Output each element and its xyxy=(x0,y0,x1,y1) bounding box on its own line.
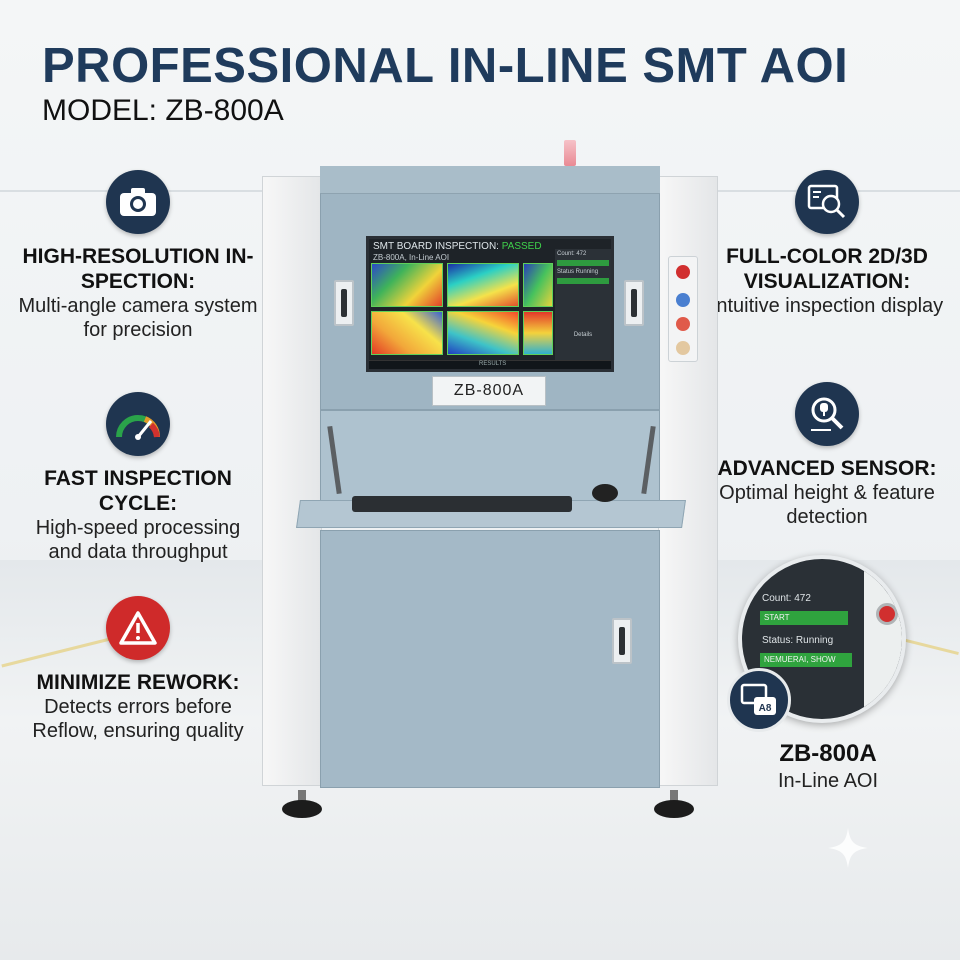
feature-title: HIGH-RESOLUTION IN-SPECTION: xyxy=(22,245,254,293)
taskbar-label: RESULTS xyxy=(479,361,507,367)
badge-label: A8 xyxy=(759,703,772,714)
zoom-control-panel xyxy=(864,559,902,719)
feature-title: FAST INSPECTION CYCLE: xyxy=(44,467,232,515)
upper-cabinet-cap xyxy=(320,166,660,194)
camera-icon xyxy=(106,170,170,234)
lower-cabinet xyxy=(320,530,660,788)
page-title: PROFESSIONAL IN-LINE SMT AOI xyxy=(42,39,849,93)
caption-title: ZB-800A xyxy=(779,740,877,767)
zoom-mode-bar[interactable]: NEMUERAI, SHOW xyxy=(760,653,852,667)
zoom-start-bar[interactable]: START xyxy=(760,611,848,625)
gauge-icon xyxy=(106,392,170,456)
feature-text: Detects errors before Reflow, ensuring q… xyxy=(32,696,244,742)
inspection-thumbnail[interactable] xyxy=(371,311,443,355)
reset-button[interactable] xyxy=(676,341,690,355)
leveling-foot-right xyxy=(654,790,694,818)
feature-text: Intuitive inspection display xyxy=(710,295,944,317)
magnifier-board-icon xyxy=(795,170,859,234)
model-subtitle: MODEL: ZB-800A xyxy=(42,94,284,127)
feature-text: Multi-angle camera system for precision xyxy=(18,295,258,341)
zoom-count: Count: 472 xyxy=(762,593,811,604)
signal-lamp xyxy=(564,140,576,166)
inspection-thumbnail[interactable] xyxy=(447,263,519,307)
door-handle-left[interactable] xyxy=(334,280,354,326)
feature-high-resolution: HIGH-RESOLUTION IN-SPECTION: Multi-angle… xyxy=(18,170,258,342)
emergency-stop-button[interactable] xyxy=(676,265,690,279)
feature-title: MINIMIZE REWORK: xyxy=(36,671,240,694)
screen-subtitle: ZB-800A, In-Line AOI xyxy=(373,253,450,262)
caption-subtitle: In-Line AOI xyxy=(777,770,879,792)
zoom-emergency-button[interactable] xyxy=(876,603,898,625)
start-button[interactable] xyxy=(676,293,690,307)
pass-status: PASSED xyxy=(501,241,542,252)
warning-icon xyxy=(106,596,170,660)
screen-count-bar xyxy=(557,260,609,266)
inspection-thumbnail[interactable] xyxy=(447,311,519,355)
screen-title: SMT BOARD INSPECTION: PASSED xyxy=(373,241,542,252)
zoom-status: Status: Running xyxy=(762,635,834,646)
feature-advanced-sensor: ADVANCED SENSOR: Optimal height & featur… xyxy=(707,382,947,529)
inspection-thumbnail[interactable] xyxy=(523,311,553,355)
display-badge-icon: A8 xyxy=(727,668,791,732)
door-handle-right[interactable] xyxy=(624,280,644,326)
left-side-panel xyxy=(262,176,322,786)
feature-fast-inspection: FAST INSPECTION CYCLE: High-speed proces… xyxy=(18,392,258,564)
feature-title: FULL-COLOR 2D/3D VISUALIZATION: xyxy=(726,245,928,293)
sparkle-icon xyxy=(828,828,868,868)
screen-count: Count: 472 xyxy=(557,251,587,257)
feature-title: ADVANCED SENSOR: xyxy=(717,457,937,480)
screen-status-bar xyxy=(557,278,609,284)
feature-text: Optimal height & feature detection xyxy=(719,482,935,528)
keyboard-bay xyxy=(320,410,660,510)
feature-visualization: FULL-COLOR 2D/3D VISUALIZATION: Intuitiv… xyxy=(707,170,947,318)
lower-door-handle[interactable] xyxy=(612,618,632,664)
model-plate: ZB-800A xyxy=(432,376,546,406)
mouse[interactable] xyxy=(592,484,618,502)
sensor-magnifier-icon xyxy=(795,382,859,446)
leveling-foot-left xyxy=(282,790,322,818)
feature-text: High-speed processing and data throughpu… xyxy=(35,517,241,563)
control-panel xyxy=(668,256,698,362)
screen-status-panel: Count: 472 Status Running Details xyxy=(555,249,611,361)
keyboard[interactable] xyxy=(352,496,572,512)
stop-button[interactable] xyxy=(676,317,690,331)
screen-status: Status Running xyxy=(557,269,599,275)
screen-details-button[interactable]: Details xyxy=(573,332,593,338)
aoi-machine: SMT BOARD INSPECTION: PASSED ZB-800A, In… xyxy=(262,140,718,820)
inspection-thumbnail[interactable] xyxy=(523,263,553,307)
monitor-screen[interactable]: SMT BOARD INSPECTION: PASSED ZB-800A, In… xyxy=(366,236,614,372)
taskbar: RESULTS xyxy=(369,360,611,369)
feature-minimize-rework: MINIMIZE REWORK: Detects errors before R… xyxy=(18,596,258,743)
inspection-thumbnail[interactable] xyxy=(371,263,443,307)
